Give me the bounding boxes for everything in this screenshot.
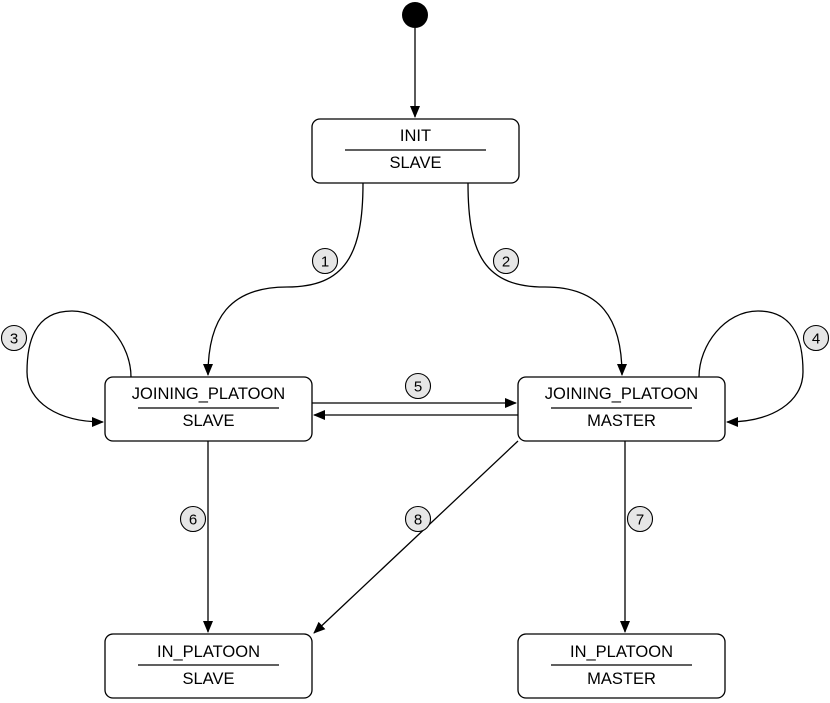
state-in-platoon-slave-name: IN_PLATOON <box>157 643 260 661</box>
transition-2-badge: 2 <box>492 247 520 275</box>
state-in-platoon-slave: IN_PLATOON SLAVE <box>104 633 313 699</box>
state-joining-master-role: MASTER <box>587 412 656 430</box>
transition-8-label: 8 <box>414 512 422 529</box>
state-in-platoon-master-role: MASTER <box>587 670 656 688</box>
state-in-platoon-slave-role: SLAVE <box>183 670 235 688</box>
transition-4-label: 4 <box>812 331 820 348</box>
state-joining-slave-role: SLAVE <box>183 412 235 430</box>
state-init-name: INIT <box>400 127 431 145</box>
transition-1-edge <box>203 182 364 376</box>
transition-7-badge: 7 <box>626 505 654 533</box>
transition-5-badge: 5 <box>404 372 432 400</box>
state-init-role: SLAVE <box>390 154 442 172</box>
transition-6-label: 6 <box>189 512 197 529</box>
state-init-slave: INIT SLAVE <box>311 118 520 184</box>
state-joining-master-name: JOINING_PLATOON <box>545 385 698 403</box>
transition-3-label: 3 <box>10 331 18 348</box>
transition-3-edge <box>26 310 132 427</box>
transition-4-edge <box>698 310 804 427</box>
transition-8-badge: 8 <box>404 505 432 533</box>
state-joining-platoon-slave: JOINING_PLATOON SLAVE <box>104 376 313 442</box>
state-in-platoon-master-name: IN_PLATOON <box>570 643 673 661</box>
state-in-platoon-master: IN_PLATOON MASTER <box>517 633 726 699</box>
state-joining-slave-name: JOINING_PLATOON <box>132 385 285 403</box>
transition-5-label: 5 <box>414 379 422 396</box>
transition-1-label: 1 <box>321 254 329 271</box>
transition-4-badge: 4 <box>802 324 830 352</box>
transition-2-label: 2 <box>502 254 510 271</box>
transition-1-badge: 1 <box>311 247 339 275</box>
transition-3-badge: 3 <box>0 324 28 352</box>
transition-8-edge <box>313 440 519 634</box>
state-joining-platoon-master: JOINING_PLATOON MASTER <box>517 376 726 442</box>
transition-7-label: 7 <box>636 512 644 529</box>
initial-state-dot <box>402 2 428 28</box>
transition-2-edge <box>467 182 627 376</box>
transition-6-badge: 6 <box>179 505 207 533</box>
